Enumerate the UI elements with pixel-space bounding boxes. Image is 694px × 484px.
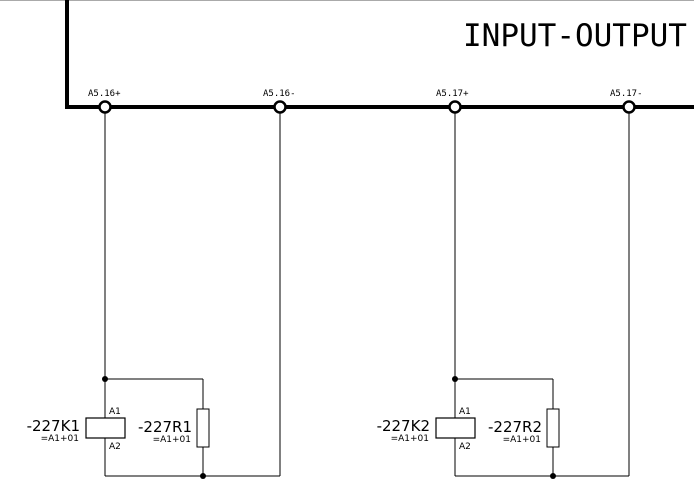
bus-line [65, 0, 694, 109]
junction-dot [452, 376, 458, 382]
terminal-a516m[interactable] [273, 100, 287, 114]
resistor [196, 408, 210, 448]
relay-coil [85, 417, 126, 439]
terminal-a517m[interactable] [622, 100, 636, 114]
relay-label: -227K2 [377, 417, 430, 435]
resistor-label: -227R1 [138, 418, 192, 436]
terminal-label: A5.17+ [436, 89, 469, 99]
resistor-label: -227R2 [488, 418, 542, 436]
pin-label: A2 [459, 442, 471, 452]
relay-location: =A1+01 [41, 434, 79, 444]
terminal-label: A5.17- [610, 89, 643, 99]
circuit-2: A1 A2 -227K2 =A1+01 -227R2 =A1+01 [377, 100, 636, 479]
terminal-a516p[interactable] [98, 100, 112, 114]
junction-dot [550, 473, 556, 479]
junction-dot [102, 376, 108, 382]
terminal-group: A5.16+ A5.16- A5.17+ A5.17- [88, 89, 643, 99]
relay-location: =A1+01 [391, 434, 429, 444]
pin-label: A1 [109, 407, 121, 417]
terminal-label: A5.16+ [88, 89, 121, 99]
circuit-1: A1 A2 -227K1 =A1+01 -227R1 =A1+01 [27, 100, 287, 479]
junction-dot [200, 473, 206, 479]
resistor-location: =A1+01 [503, 435, 541, 445]
resistor-location: =A1+01 [153, 435, 191, 445]
pin-label: A1 [459, 407, 471, 417]
resistor [546, 408, 560, 448]
terminal-a517p[interactable] [448, 100, 462, 114]
pin-label: A2 [109, 442, 121, 452]
schematic-title: INPUT-OUTPUT [463, 18, 687, 54]
relay-label: -227K1 [27, 417, 80, 435]
relay-coil [435, 417, 476, 439]
terminal-label: A5.16- [263, 89, 296, 99]
